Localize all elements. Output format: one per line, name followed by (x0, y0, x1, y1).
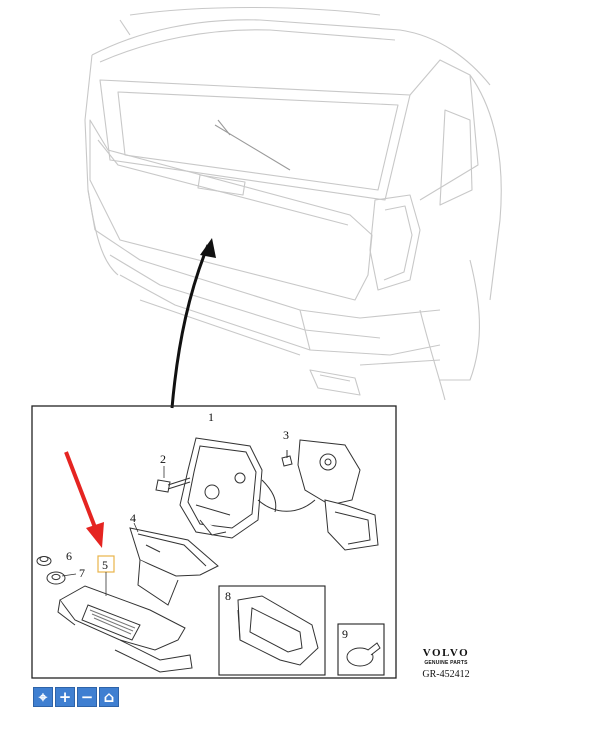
highlight-arrowhead (86, 522, 104, 548)
callout-8: 8 (225, 589, 231, 603)
cursor-icon: ⌖ (38, 687, 48, 706)
part-4-handle-housing (129, 527, 219, 606)
callout-6: 6 (66, 549, 72, 563)
viewer-toolbar: ⌖ + − ⌂ (33, 687, 119, 707)
callout-4: 4 (130, 511, 136, 525)
highlight-arrow (64, 451, 98, 531)
brand-subtitle: GENUINE PARTS (424, 660, 468, 666)
leader-arrow (170, 244, 210, 409)
zoom-out-button[interactable]: − (77, 687, 97, 707)
plus-icon: + (58, 687, 72, 706)
detail-frame (31, 405, 397, 679)
part-9-plug (346, 642, 381, 667)
brand-logo: VOLVO (422, 647, 470, 659)
car-rear-outline (84, 6, 502, 401)
callout-leader-4 (133, 522, 139, 533)
part-5-switch (57, 585, 193, 673)
callout-9: 9 (342, 627, 348, 641)
part-7-washer (46, 571, 66, 585)
callout-3: 3 (283, 428, 289, 442)
part-8-handle-trim (237, 595, 319, 666)
part-1-lock-actuator (179, 437, 277, 539)
volvo-brand-block: VOLVO GENUINE PARTS GR-452412 (414, 647, 478, 680)
part-2-screw (155, 477, 191, 493)
home-icon: ⌂ (103, 687, 115, 706)
zoom-in-button[interactable]: + (55, 687, 75, 707)
pointer-button[interactable]: ⌖ (33, 687, 53, 707)
diagram-reference: GR-452412 (422, 669, 470, 680)
callout-7: 7 (79, 566, 85, 580)
callout-leader-7 (61, 573, 77, 577)
bowden-cable (257, 499, 316, 512)
callout-1: 1 (208, 410, 214, 424)
part-3-latch (281, 439, 379, 551)
part-6-clip (36, 556, 52, 566)
part-9-inset-frame (337, 623, 385, 676)
minus-icon: − (80, 687, 94, 706)
part-8-inset-frame (218, 585, 326, 676)
leader-arrowhead (200, 238, 216, 258)
callout-5: 5 (102, 558, 108, 572)
home-button[interactable]: ⌂ (99, 687, 119, 707)
callout-2: 2 (160, 452, 166, 466)
